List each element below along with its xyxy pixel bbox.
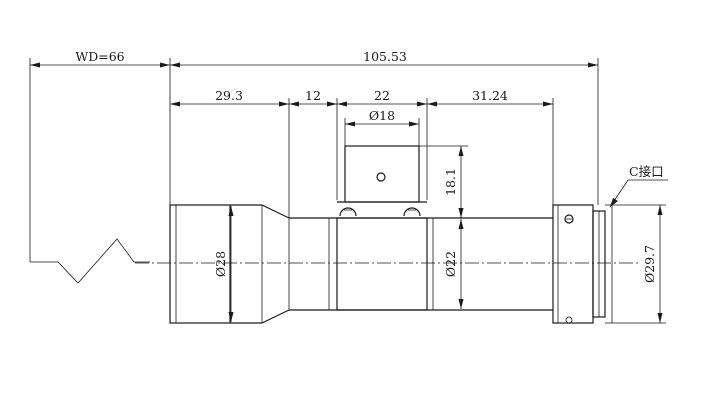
arrow-wd-left bbox=[30, 62, 40, 68]
dim-d18-label: Ø18 bbox=[369, 108, 395, 123]
mount-collar bbox=[336, 217, 428, 311]
arrow-d18-left bbox=[345, 121, 355, 127]
arrow-181-bottom bbox=[458, 208, 464, 218]
arrow-181-top bbox=[458, 146, 464, 156]
wd-break-line bbox=[30, 238, 150, 284]
mount-screw-hole bbox=[376, 172, 386, 182]
arrow-wd-right bbox=[160, 62, 170, 68]
arrow-c-mount bbox=[610, 198, 618, 207]
arrow-total-right bbox=[588, 62, 598, 68]
dim-wd-label: WD=66 bbox=[75, 49, 124, 64]
arrow-front-left bbox=[170, 101, 180, 107]
dim-taper-label: 12 bbox=[305, 88, 321, 103]
mount-bump-right bbox=[403, 207, 421, 217]
rear-flange bbox=[552, 204, 594, 324]
arrow-d22-top bbox=[458, 219, 464, 229]
dim-mount-width-label: 22 bbox=[374, 88, 390, 103]
mount-bump-left bbox=[339, 207, 357, 217]
c-mount-callout: C接口 bbox=[629, 164, 664, 179]
dim-181-label: 18.1 bbox=[443, 168, 458, 196]
arrow-d297-bottom bbox=[657, 313, 663, 323]
rear-set-screw bbox=[564, 214, 574, 224]
arrow-taper-right bbox=[327, 101, 337, 107]
arrow-d22-bottom bbox=[458, 299, 464, 309]
taper-top bbox=[261, 204, 290, 219]
dim-d28-label: Ø28 bbox=[213, 251, 228, 277]
arrow-rear-right bbox=[543, 101, 553, 107]
taper-bottom bbox=[261, 309, 290, 324]
arrow-rear-left bbox=[427, 101, 437, 107]
arrow-mount-right bbox=[417, 101, 427, 107]
dim-d297-label: Ø29.7 bbox=[642, 245, 657, 283]
arrow-d18-right bbox=[409, 121, 419, 127]
arrow-d297-top bbox=[657, 205, 663, 215]
arrow-mount-left bbox=[337, 101, 347, 107]
mount-block bbox=[344, 145, 420, 203]
arrow-d28-bottom bbox=[228, 312, 234, 322]
arrow-total-left bbox=[170, 62, 180, 68]
dim-total-label: 105.53 bbox=[363, 49, 407, 64]
dim-d22-label: Ø22 bbox=[443, 251, 458, 277]
arrow-d28-top bbox=[228, 206, 234, 216]
dim-front-label: 29.3 bbox=[215, 88, 243, 103]
front-barrel bbox=[169, 204, 231, 324]
rear-set-screw-bottom bbox=[565, 316, 573, 324]
arrow-taper-left bbox=[289, 101, 299, 107]
dim-rear-label: 31.24 bbox=[472, 88, 508, 103]
arrow-front-right bbox=[279, 101, 289, 107]
